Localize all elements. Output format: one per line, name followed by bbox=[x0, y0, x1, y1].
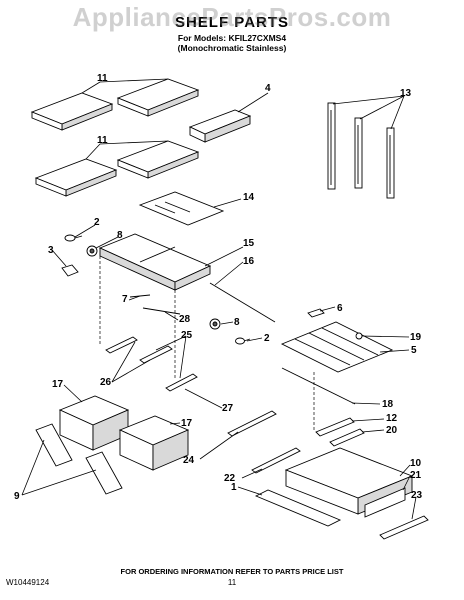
callout-14: 14 bbox=[243, 192, 255, 203]
model-line: For Models: KFIL27CXMS4 bbox=[177, 33, 287, 43]
part-24-rail[interactable] bbox=[227, 410, 277, 437]
callout-16: 16 bbox=[243, 256, 255, 267]
callout-25: 25 bbox=[181, 330, 193, 341]
model-info: For Models: KFIL27CXMS4 (Monochromatic S… bbox=[0, 33, 464, 53]
part-5-wire-shelf[interactable] bbox=[280, 321, 394, 373]
callout-27: 27 bbox=[222, 403, 234, 414]
part-20-trim[interactable] bbox=[329, 428, 365, 447]
callout-12: 12 bbox=[386, 413, 398, 424]
part-8-cap-lower[interactable] bbox=[209, 318, 221, 330]
callout-11: 11 bbox=[97, 135, 108, 146]
callout-18: 18 bbox=[382, 399, 394, 410]
part-16-rod[interactable] bbox=[209, 282, 276, 323]
part-23-slide-rail[interactable] bbox=[379, 515, 429, 540]
part-3-clip[interactable] bbox=[61, 264, 79, 277]
part-shelf-11-c[interactable] bbox=[34, 158, 118, 197]
part-8-cap-upper[interactable] bbox=[86, 245, 98, 257]
document-number: W10449124 bbox=[6, 578, 50, 587]
part-15-shelf-frame[interactable] bbox=[98, 233, 212, 291]
part-2-screw-upper[interactable] bbox=[64, 234, 83, 242]
callout-6: 6 bbox=[337, 303, 343, 314]
callout-21: 21 bbox=[410, 470, 422, 481]
callout-9: 9 bbox=[14, 491, 20, 502]
model-subtitle: (Monochromatic Stainless) bbox=[177, 43, 287, 53]
callout-19: 19 bbox=[410, 332, 422, 343]
part-27-slide[interactable] bbox=[165, 373, 198, 392]
part-21-bracket[interactable] bbox=[364, 487, 406, 518]
callout-15: 15 bbox=[243, 238, 255, 249]
callout-23: 23 bbox=[411, 490, 423, 501]
callout-20: 20 bbox=[386, 425, 398, 436]
part-1-drawer-front[interactable] bbox=[254, 489, 342, 527]
callout-4: 4 bbox=[265, 83, 271, 94]
part-18-rod[interactable] bbox=[281, 367, 356, 405]
callout-5: 5 bbox=[411, 345, 417, 356]
part-14-glass-panel[interactable] bbox=[138, 191, 225, 226]
part-17-crisper-right[interactable] bbox=[118, 415, 190, 471]
part-19-bracket[interactable] bbox=[355, 332, 363, 340]
callout-8: 8 bbox=[117, 230, 123, 241]
part-12-trim[interactable] bbox=[315, 417, 355, 437]
callout-2: 2 bbox=[94, 217, 100, 228]
part-shelf-11-d[interactable] bbox=[116, 140, 200, 179]
part-17-crisper-left[interactable] bbox=[58, 395, 130, 451]
callout-3: 3 bbox=[48, 245, 54, 256]
part-9-cover-a[interactable] bbox=[35, 423, 73, 467]
callout-24: 24 bbox=[183, 455, 195, 466]
part-shelf-11-b[interactable] bbox=[116, 78, 200, 117]
callout-17: 17 bbox=[52, 379, 64, 390]
part-13-shelf-rails[interactable] bbox=[327, 102, 395, 199]
callout-10: 10 bbox=[410, 458, 422, 469]
callout-22: 22 bbox=[224, 473, 236, 484]
part-2-screw-lower[interactable] bbox=[235, 337, 251, 345]
callout-numbers: 11 11 4 13 14 2 8 15 3 16 7 6 28 8 19 25… bbox=[14, 73, 423, 502]
assembly-dashed-lines bbox=[99, 256, 315, 432]
leader-lines bbox=[21, 78, 417, 520]
callout-13: 13 bbox=[400, 88, 412, 99]
callout-2: 2 bbox=[264, 333, 270, 344]
callout-28: 28 bbox=[179, 314, 191, 325]
part-9-cover-b[interactable] bbox=[85, 451, 123, 495]
page-title: SHELF PARTS bbox=[174, 14, 290, 31]
callout-11: 11 bbox=[97, 73, 108, 84]
callout-1: 1 bbox=[231, 482, 237, 493]
part-28-rod[interactable] bbox=[142, 307, 181, 315]
ordering-note: FOR ORDERING INFORMATION REFER TO PARTS … bbox=[120, 567, 344, 576]
part-26-slide[interactable] bbox=[105, 336, 138, 354]
page-number: 11 bbox=[227, 578, 237, 587]
callout-17: 17 bbox=[181, 418, 193, 429]
callout-8: 8 bbox=[234, 317, 240, 328]
callout-7: 7 bbox=[122, 294, 128, 305]
part-4-shelf-bin[interactable] bbox=[188, 109, 252, 143]
part-25-slide[interactable] bbox=[139, 345, 173, 364]
callout-26: 26 bbox=[100, 377, 112, 388]
part-shelf-11-a[interactable] bbox=[30, 92, 114, 131]
